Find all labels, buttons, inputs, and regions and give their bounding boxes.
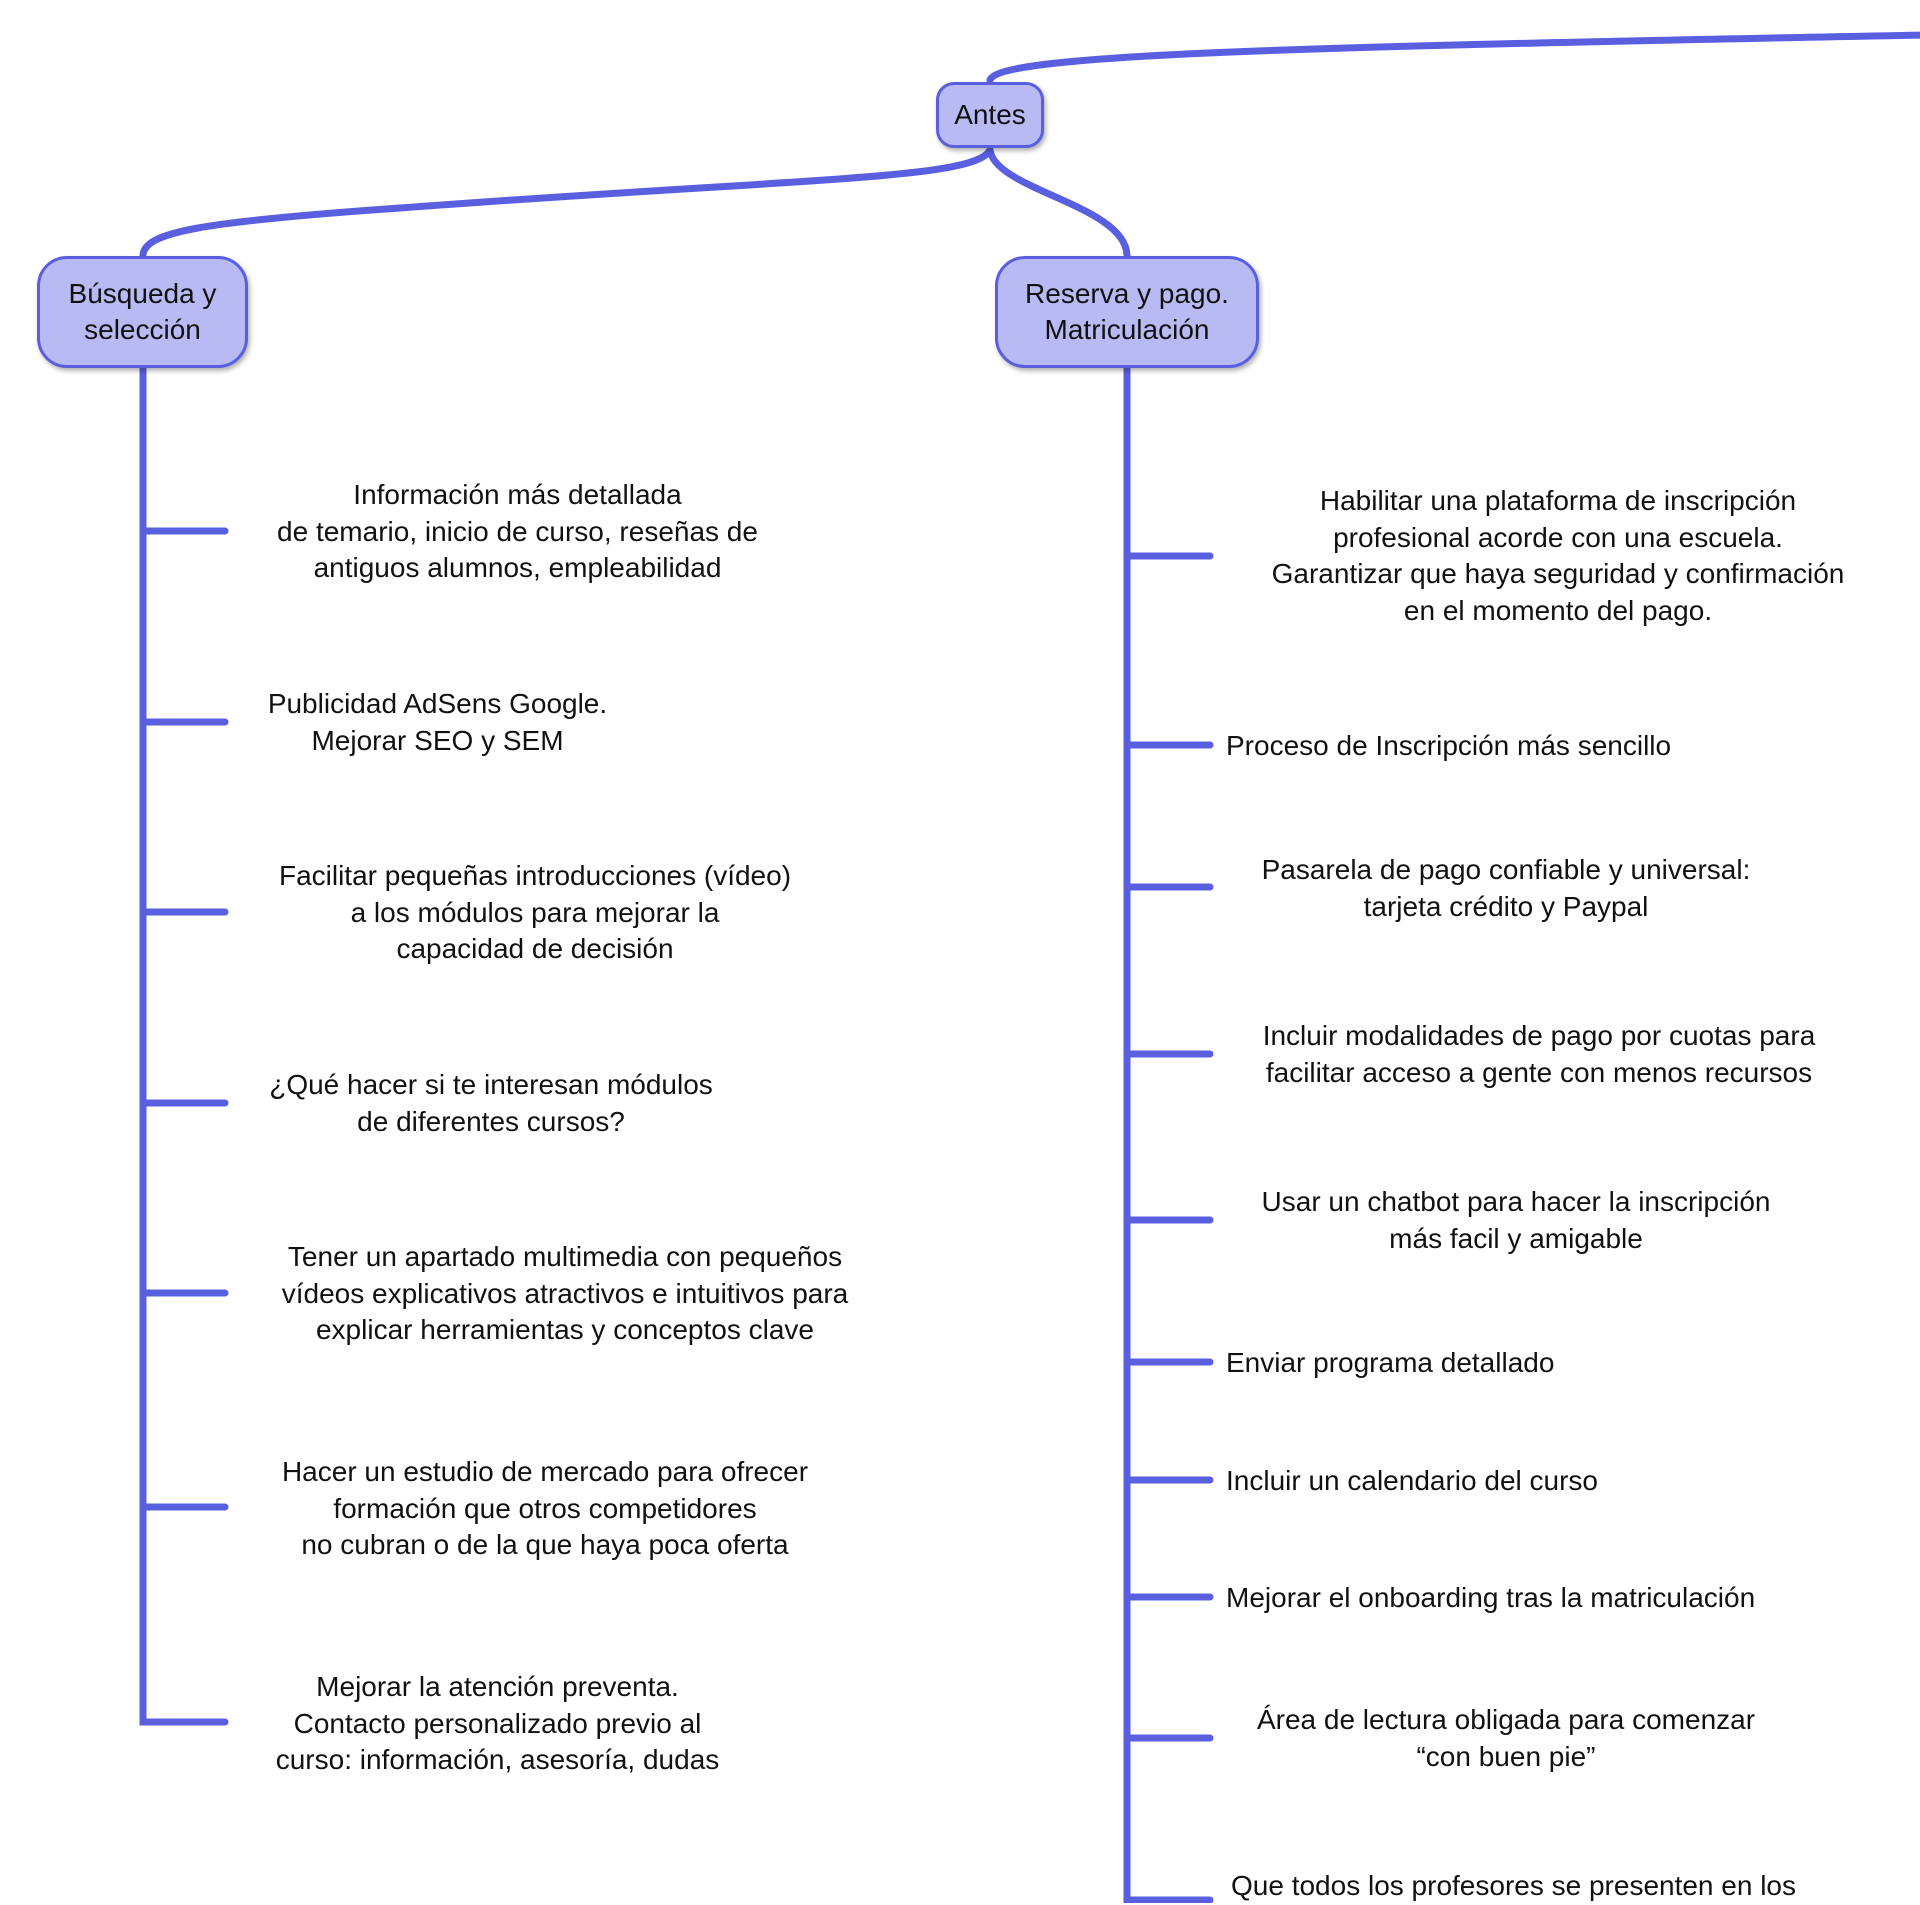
root-node-antes[interactable]: Antes bbox=[936, 82, 1044, 148]
leaf-reserva-3: Pasarela de pago confiable y universal: … bbox=[1261, 854, 1751, 922]
leaf-busqueda-3: Facilitar pequeñas introducciones (vídeo… bbox=[278, 860, 792, 964]
leaf-reserva-5: Usar un chatbot para hacer la inscripció… bbox=[1261, 1186, 1771, 1254]
leaf-busqueda-6: Hacer un estudio de mercado para ofrecer… bbox=[281, 1456, 809, 1560]
leaf-reserva-8: Mejorar el onboarding tras la matriculac… bbox=[1226, 1582, 1756, 1613]
leaf-busqueda-5: Tener un apartado multimedia con pequeño… bbox=[281, 1241, 849, 1345]
leaf-reserva-9: Área de lectura obligada para comenzar “… bbox=[1256, 1704, 1756, 1772]
leaf-reserva-1: Habilitar una plataforma de inscripción … bbox=[1271, 485, 1845, 626]
connector-root-to-reserva bbox=[986, 146, 1131, 259]
leaf-busqueda-7: Mejorar la atención preventa. Contacto p… bbox=[275, 1671, 720, 1775]
spine-busqueda bbox=[139, 364, 229, 1726]
leaf-busqueda-1: Información más detallada de temario, in… bbox=[277, 479, 758, 583]
branch-node-busqueda[interactable]: Búsqueda y selección bbox=[37, 256, 248, 368]
leaf-busqueda-2: Publicidad AdSens Google. Mejorar SEO y … bbox=[267, 688, 608, 756]
connector-parent-to-root bbox=[986, 31, 1920, 84]
leaf-reserva-10: Que todos los profesores se presenten en… bbox=[1231, 1870, 1797, 1901]
branch-node-reserva[interactable]: Reserva y pago. Matriculación bbox=[995, 256, 1259, 368]
leaf-reserva-4: Incluir modalidades de pago por cuotas p… bbox=[1262, 1020, 1816, 1088]
leaf-busqueda-4: ¿Qué hacer si te interesan módulos de di… bbox=[269, 1069, 713, 1137]
connector-root-to-busqueda bbox=[139, 146, 994, 259]
leaf-reserva-2: Proceso de Inscripción más sencillo bbox=[1226, 730, 1672, 761]
leaf-reserva-6: Enviar programa detallado bbox=[1226, 1347, 1555, 1378]
leaf-reserva-7: Incluir un calendario del curso bbox=[1226, 1465, 1598, 1496]
